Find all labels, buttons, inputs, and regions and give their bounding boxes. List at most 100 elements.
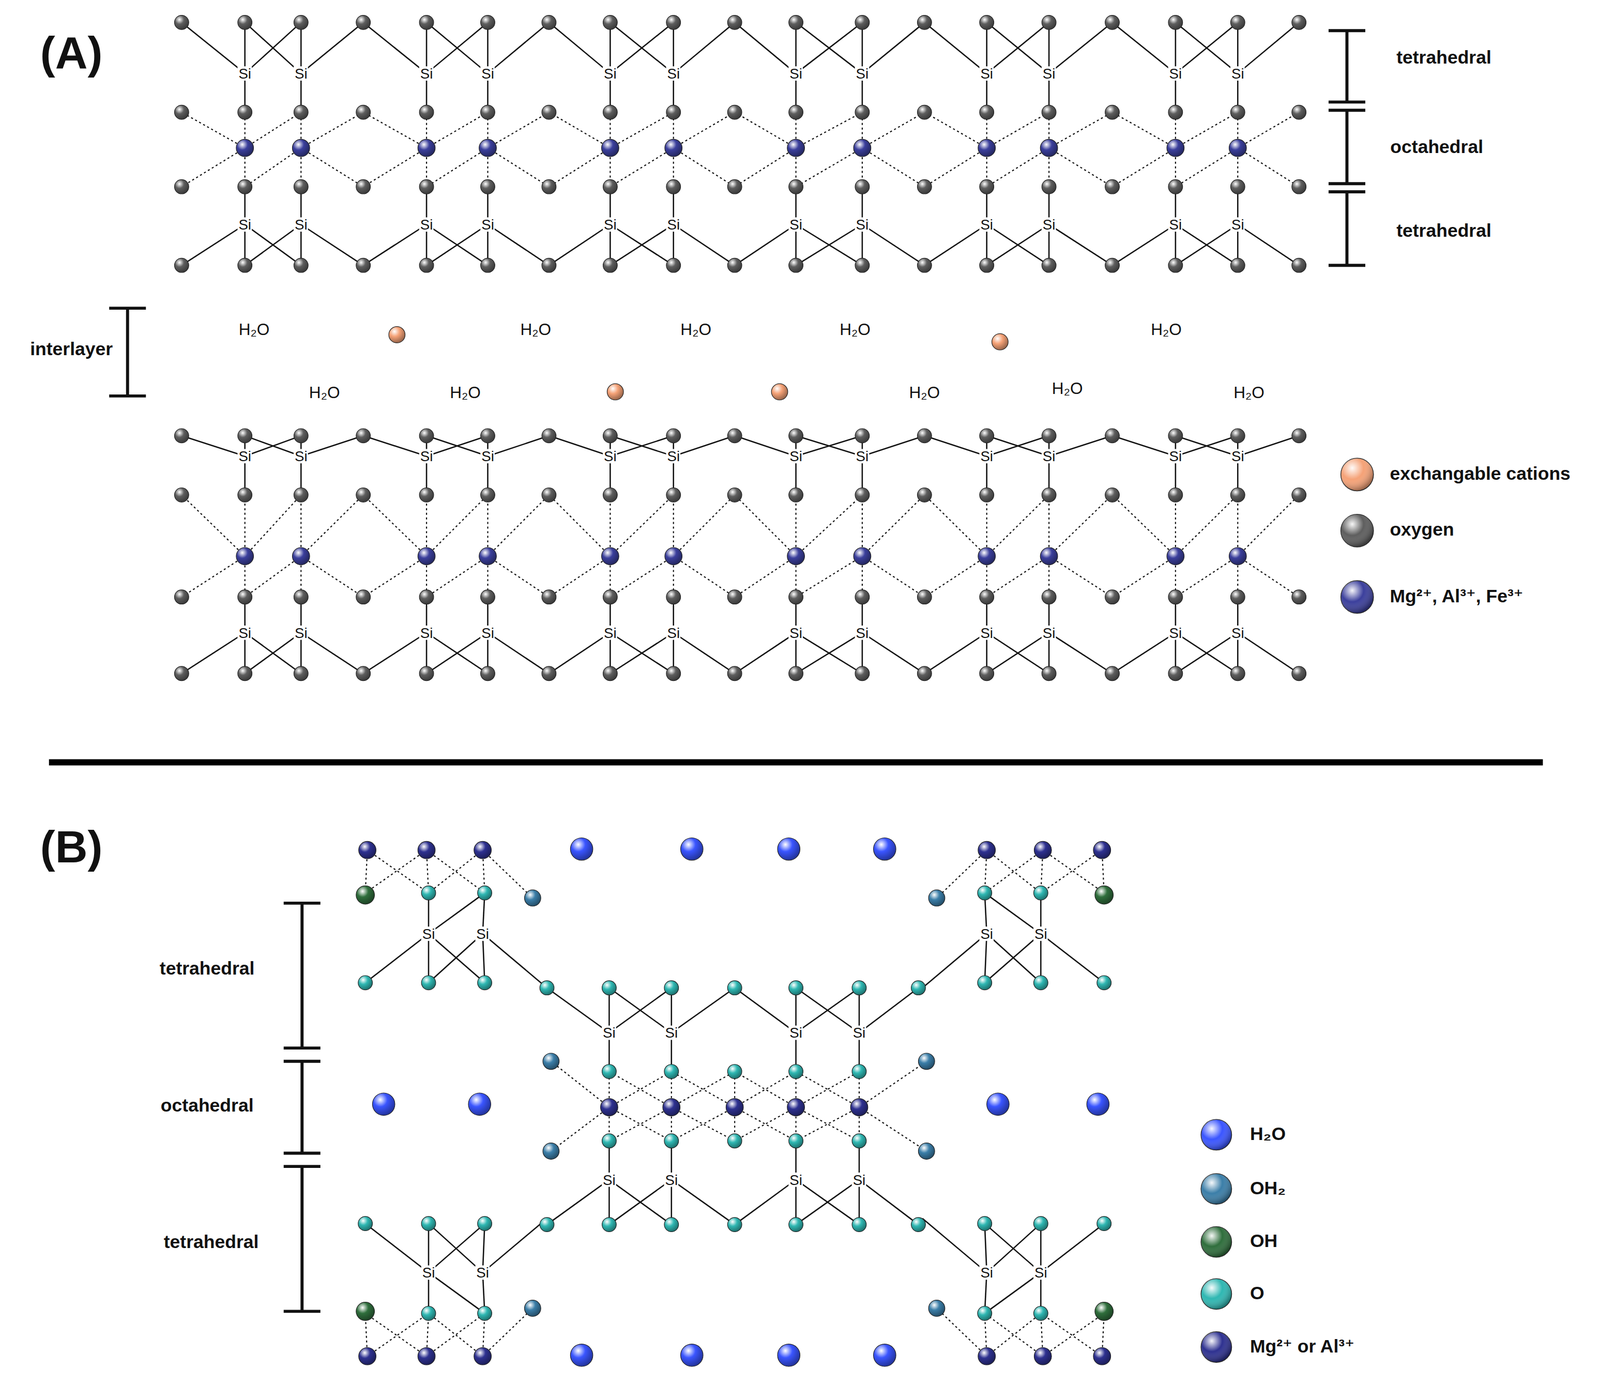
- coordination-bond: [1175, 147, 1238, 187]
- legend-text: O: [1250, 1283, 1265, 1304]
- atom: [664, 1133, 679, 1149]
- coordination-bond: [488, 494, 550, 556]
- coordination-bond: [300, 112, 363, 148]
- atom: [293, 179, 309, 194]
- covalent-bond: [1237, 632, 1299, 674]
- covalent-bond: [428, 1223, 483, 1273]
- atom-label: Si: [475, 1265, 491, 1280]
- legend-swatch: [1197, 1223, 1235, 1261]
- coordination-bond: [363, 494, 427, 556]
- atom: [468, 1092, 491, 1116]
- coordination-bond: [300, 494, 302, 556]
- atom: [855, 428, 870, 444]
- atom: [788, 257, 804, 273]
- atom: [977, 1216, 993, 1231]
- atom-label: Si: [979, 448, 995, 464]
- atom: [1033, 1347, 1052, 1365]
- atom-label: Si: [293, 625, 309, 640]
- coordination-bond: [1175, 494, 1177, 556]
- covalent-bond: [428, 933, 483, 983]
- swatch-fill: [1200, 1226, 1232, 1258]
- covalent-bond: [986, 22, 1049, 74]
- atom: [788, 1064, 804, 1079]
- atom: [1105, 15, 1120, 30]
- coordination-bond: [734, 1107, 796, 1141]
- atom: [174, 179, 190, 194]
- coordination-bond: [426, 494, 488, 556]
- atom: [1105, 104, 1120, 120]
- atoms: [174, 15, 1307, 1367]
- atom: [851, 1064, 867, 1079]
- covalent-bond: [986, 435, 1049, 456]
- atom: [727, 1064, 742, 1079]
- molecule-label: H₂O: [1233, 384, 1265, 403]
- atom: [727, 15, 742, 30]
- atom: [601, 547, 620, 566]
- atom: [480, 589, 496, 605]
- covalent-bond: [1175, 22, 1238, 74]
- atom: [725, 1098, 744, 1117]
- atom: [727, 104, 742, 120]
- coordination-bond: [986, 147, 1049, 187]
- atom: [419, 428, 434, 444]
- atom: [356, 104, 371, 120]
- atom: [541, 666, 557, 681]
- atom: [1086, 1092, 1109, 1116]
- covalent-bond: [862, 632, 925, 674]
- atom: [1041, 488, 1057, 503]
- atom: [979, 257, 995, 273]
- coordination-bond: [986, 556, 1049, 598]
- atom: [293, 257, 309, 273]
- covalent-bond: [1111, 224, 1176, 266]
- bracket: [126, 308, 130, 396]
- covalent-bond: [1175, 632, 1238, 674]
- bracket: [283, 1059, 321, 1063]
- molecule-label: H₂O: [1150, 320, 1182, 339]
- atom-label: Si: [480, 66, 496, 81]
- covalent-bond: [608, 1179, 672, 1225]
- coordination-bond: [986, 112, 1049, 148]
- covalent-bond: [924, 435, 987, 456]
- atom: [603, 589, 618, 605]
- atom: [979, 15, 995, 30]
- atom-label: Si: [1168, 217, 1184, 232]
- coordination-bond: [363, 112, 427, 148]
- atom: [662, 1098, 681, 1117]
- atom-label: Si: [419, 448, 435, 464]
- atom: [1230, 428, 1245, 444]
- atom: [1291, 179, 1307, 194]
- atom-label: Si: [665, 448, 681, 464]
- covalent-bond: [610, 22, 674, 74]
- covalent-bond: [862, 435, 925, 456]
- atom: [1166, 139, 1185, 157]
- covalent-bond: [245, 435, 302, 456]
- atom-label: Si: [979, 926, 995, 941]
- atom: [480, 257, 496, 273]
- coordination-bond: [1048, 556, 1112, 598]
- atom-label: Si: [788, 1172, 804, 1187]
- atom: [541, 257, 557, 273]
- covalent-bond: [986, 1223, 1042, 1273]
- covalent-bond: [673, 435, 735, 456]
- atom: [474, 1347, 492, 1365]
- atom-label: Si: [788, 1025, 804, 1041]
- atom: [479, 547, 497, 566]
- atom: [666, 104, 681, 120]
- coordination-bond: [796, 556, 863, 598]
- atom-label: Si: [1168, 625, 1184, 640]
- atom-label: Si: [979, 217, 995, 232]
- coordination-bond: [1237, 112, 1299, 148]
- legend-swatch: [1338, 455, 1376, 493]
- bracket: [109, 306, 146, 310]
- covalent-bond: [734, 435, 796, 456]
- atom: [603, 257, 618, 273]
- atom: [292, 547, 311, 566]
- atom: [541, 179, 557, 194]
- covalent-bond: [426, 435, 488, 456]
- coordination-bond: [1042, 849, 1104, 893]
- atom: [1040, 139, 1058, 157]
- bracket: [1328, 28, 1366, 33]
- atom-label: Si: [602, 448, 618, 464]
- coordination-bond: [1040, 849, 1102, 893]
- covalent-bond: [986, 632, 1049, 674]
